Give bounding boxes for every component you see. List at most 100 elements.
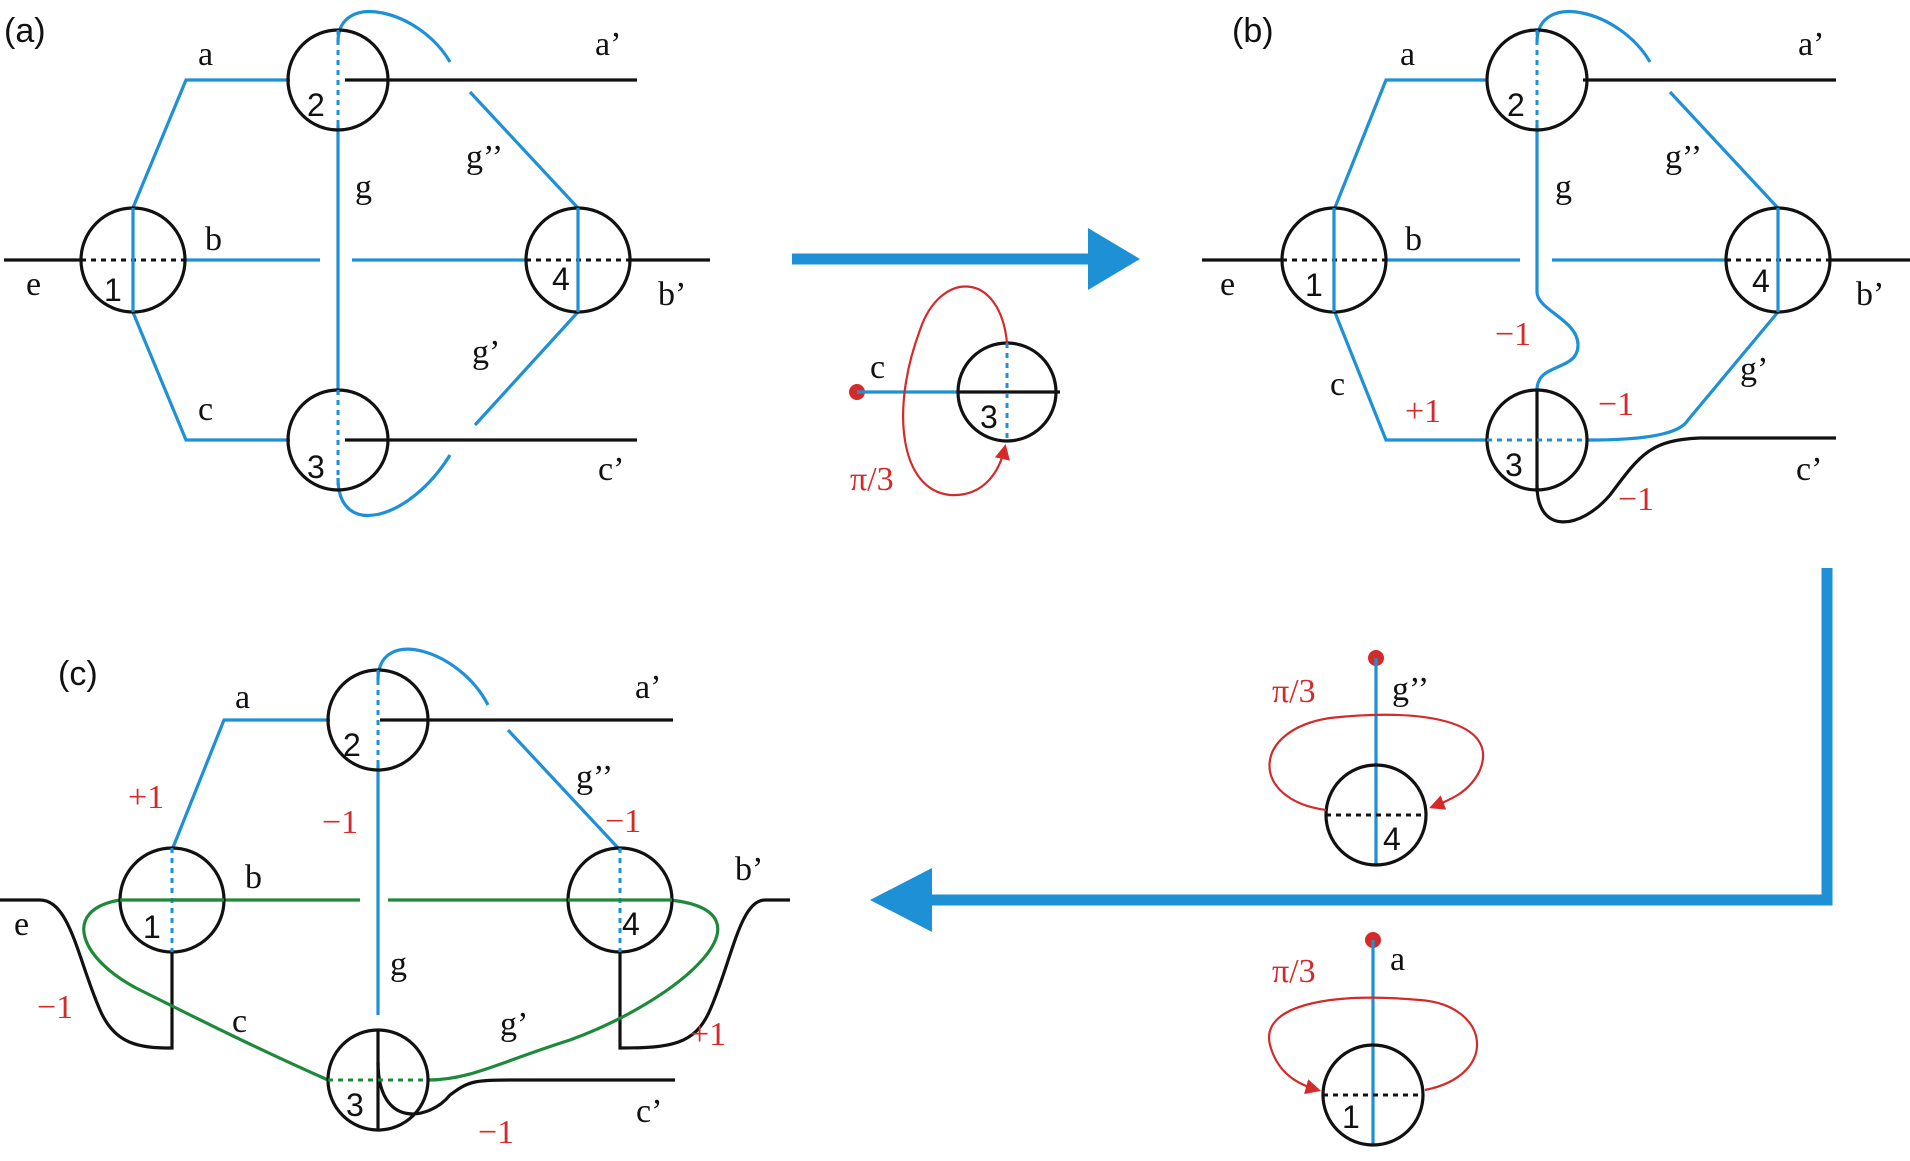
inset-rotation-node3: 3 c π/3 bbox=[849, 285, 1060, 498]
label-e: e bbox=[14, 906, 29, 943]
edge-g-prime-line bbox=[1587, 310, 1780, 442]
edge-c-prime-line bbox=[376, 1061, 675, 1116]
node-2: 2 bbox=[326, 668, 430, 772]
edge-g-top-loop bbox=[336, 10, 452, 63]
label-b: b bbox=[205, 221, 222, 258]
inset-edge-c-label: c bbox=[870, 349, 885, 386]
label-c: c bbox=[232, 1003, 247, 1040]
panel-a-tag: (a) bbox=[4, 12, 46, 50]
label-c-prime: c’ bbox=[598, 451, 624, 488]
edge-g-bottom-loop bbox=[336, 454, 452, 518]
node-4-label: 4 bbox=[622, 906, 640, 942]
node-4: 4 bbox=[1724, 206, 1832, 314]
node-4-label: 4 bbox=[1752, 263, 1770, 299]
weight-g: −1 bbox=[1495, 316, 1531, 353]
inset-node1-angle: π/3 bbox=[1272, 953, 1316, 990]
weight-c: +1 bbox=[1405, 393, 1441, 430]
panel-a: (a) 1 2 3 bbox=[4, 10, 710, 518]
node-2-label: 2 bbox=[307, 87, 325, 123]
weight-g-prime: −1 bbox=[1598, 386, 1634, 423]
panel-b: (b) 1 2 3 bbox=[1202, 10, 1910, 524]
inset-node4-label: 4 bbox=[1383, 821, 1401, 857]
label-g-prime: g’ bbox=[500, 1006, 528, 1043]
label-a-prime: a’ bbox=[595, 26, 621, 63]
node-3: 3 bbox=[1485, 388, 1589, 492]
node-1: 1 bbox=[118, 846, 226, 995]
label-g-dprime: g’’ bbox=[576, 759, 613, 796]
node-2-label: 2 bbox=[343, 727, 361, 763]
transition-arrow-b-to-c bbox=[870, 568, 1833, 932]
label-c-prime: c’ bbox=[1796, 451, 1822, 488]
label-b-prime: b’ bbox=[1856, 276, 1884, 313]
panel-b-tag: (b) bbox=[1232, 12, 1274, 50]
panel-c-tag: (c) bbox=[58, 655, 98, 693]
edge-c-line bbox=[130, 309, 290, 442]
panel-c: (c) 1 2 3 bbox=[0, 647, 790, 1151]
arrow-head bbox=[1088, 228, 1140, 290]
edge-g-top-loop bbox=[1535, 10, 1652, 63]
node-4: 4 bbox=[566, 846, 674, 995]
edge-c-line bbox=[82, 898, 329, 1082]
label-a: a bbox=[198, 36, 213, 73]
label-g-dprime: g’’ bbox=[466, 139, 503, 176]
node-2: 2 bbox=[1485, 28, 1589, 132]
label-g: g bbox=[1555, 169, 1572, 206]
inset-node3-angle: π/3 bbox=[850, 461, 894, 498]
node-1-label: 1 bbox=[104, 272, 122, 308]
edge-g-dprime-line bbox=[1668, 90, 1780, 210]
label-e: e bbox=[26, 266, 41, 303]
label-a: a bbox=[235, 679, 250, 716]
rotation-arrow bbox=[1268, 713, 1485, 812]
edge-g-top-loop bbox=[376, 647, 490, 706]
label-b-prime: b’ bbox=[658, 276, 686, 313]
edge-g-line bbox=[1535, 125, 1580, 391]
label-a-prime: a’ bbox=[1798, 26, 1824, 63]
weight-g-top: −1 bbox=[322, 804, 358, 841]
arrow-shaft bbox=[920, 568, 1833, 906]
edge-g-prime-line bbox=[427, 898, 720, 1082]
node-4-label: 4 bbox=[552, 261, 570, 297]
inset-rotation-node1: 1 a π/3 bbox=[1267, 932, 1479, 1147]
edge-a-line bbox=[170, 718, 330, 851]
edge-e-line bbox=[0, 898, 174, 1050]
node-3-label: 3 bbox=[307, 449, 325, 485]
inset-edge-g-dprime-label: g’’ bbox=[1392, 671, 1429, 708]
weight-a: +1 bbox=[128, 779, 164, 816]
weight-c-prime: −1 bbox=[1618, 481, 1654, 518]
label-a: a bbox=[1400, 36, 1415, 73]
rotation-arrow bbox=[1267, 996, 1479, 1095]
weight-c-prime: −1 bbox=[478, 1114, 514, 1151]
edge-c-prime-line bbox=[1535, 436, 1836, 524]
inset-node4-angle: π/3 bbox=[1272, 673, 1316, 710]
weight-b-prime: +1 bbox=[690, 1016, 726, 1053]
label-g: g bbox=[390, 946, 407, 983]
node-4: 4 bbox=[524, 206, 632, 314]
label-e: e bbox=[1220, 266, 1235, 303]
label-b: b bbox=[245, 859, 262, 896]
edge-g-dprime-line bbox=[506, 728, 622, 852]
node-1-label: 1 bbox=[1305, 267, 1323, 303]
inset-rotation-node4: 4 g’’ π/3 bbox=[1268, 650, 1485, 867]
label-g-dprime: g’’ bbox=[1665, 139, 1702, 176]
edge-a-line bbox=[130, 78, 290, 211]
label-g: g bbox=[355, 169, 372, 206]
weight-g-dprime: −1 bbox=[605, 803, 641, 840]
label-c: c bbox=[198, 391, 213, 428]
label-g-prime: g’ bbox=[1740, 351, 1768, 388]
node-1: 1 bbox=[1280, 206, 1388, 314]
label-c: c bbox=[1330, 366, 1345, 403]
label-c-prime: c’ bbox=[636, 1093, 662, 1130]
label-a-prime: a’ bbox=[635, 669, 661, 706]
edge-a-line bbox=[1332, 78, 1487, 211]
node-2-label: 2 bbox=[1507, 87, 1525, 123]
node-1: 1 bbox=[79, 206, 187, 314]
weight-e: −1 bbox=[37, 989, 73, 1026]
inset-edge-a-label: a bbox=[1390, 941, 1405, 978]
inset-node3-label: 3 bbox=[980, 399, 998, 435]
label-b: b bbox=[1405, 221, 1422, 258]
edge-g-prime-line bbox=[473, 310, 580, 427]
node-3: 3 bbox=[286, 388, 390, 492]
node-3-label: 3 bbox=[1505, 447, 1523, 483]
